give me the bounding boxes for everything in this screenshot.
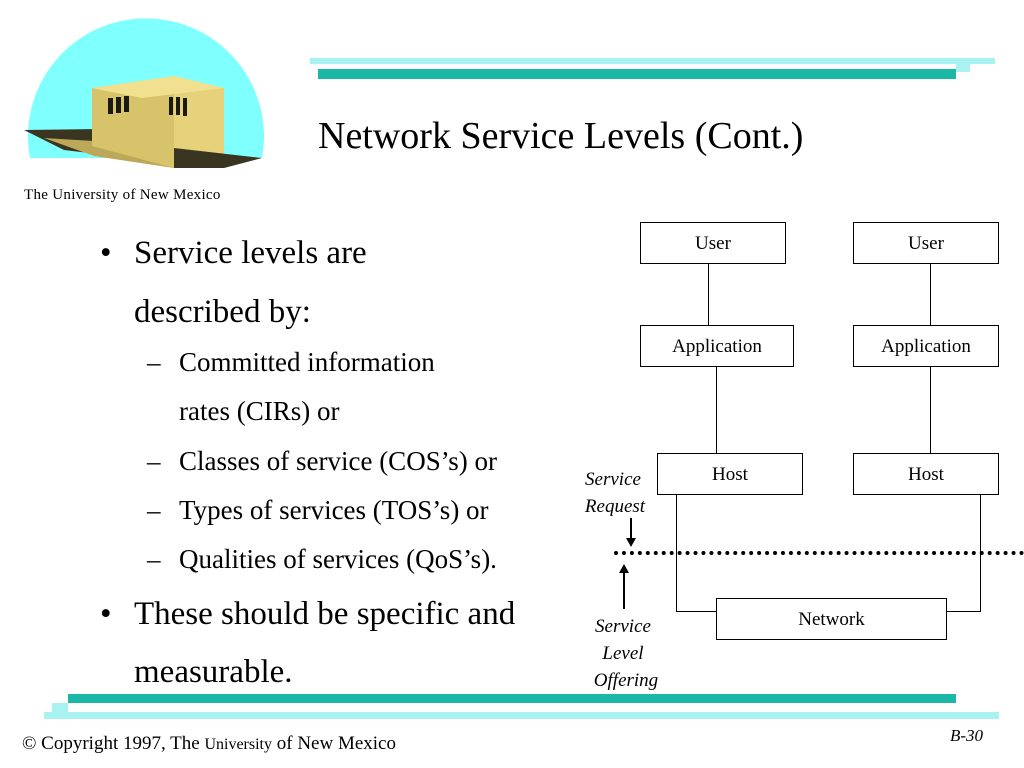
service-offering-label-2: Level bbox=[602, 643, 644, 664]
service-request-label-2: Request bbox=[584, 496, 646, 517]
top-stripe-dark bbox=[318, 69, 956, 79]
dash-mark: – bbox=[147, 495, 161, 525]
logo-caption: The University of New Mexico bbox=[24, 187, 221, 203]
copyright-suffix: of New Mexico bbox=[276, 733, 396, 754]
bullet-mark: • bbox=[100, 596, 112, 632]
connector-line bbox=[708, 263, 709, 325]
right-host-box: Host bbox=[853, 453, 999, 495]
service-boundary-dotted-line bbox=[614, 551, 1024, 555]
bullet-mark: • bbox=[100, 235, 112, 271]
left-host-box: Host bbox=[657, 453, 803, 495]
sub-bullet-1-line-2: rates (CIRs) or bbox=[179, 396, 340, 426]
sub-bullet-4: Qualities of services (QoS’s). bbox=[179, 544, 497, 574]
sub-bullet-2: Classes of service (COS’s) or bbox=[179, 446, 497, 476]
connector-line bbox=[930, 263, 931, 325]
copyright-prefix: © Copyright 1997, The bbox=[22, 733, 200, 754]
bullet-1-line-1: Service levels are bbox=[134, 235, 367, 271]
bottom-stripe-light bbox=[44, 712, 999, 719]
bottom-stripe-dark bbox=[68, 694, 956, 703]
right-user-box: User bbox=[853, 222, 999, 264]
connector-line bbox=[930, 366, 931, 453]
slide-title: Network Service Levels (Cont.) bbox=[318, 115, 804, 157]
university-logo bbox=[24, 18, 264, 168]
copyright-notice: © Copyright 1997, The University of New … bbox=[22, 733, 396, 755]
down-arrow-icon bbox=[626, 518, 636, 547]
connector-line bbox=[676, 611, 717, 612]
page-number: B-30 bbox=[950, 726, 984, 745]
right-application-box: Application bbox=[853, 325, 999, 367]
network-box: Network bbox=[716, 598, 947, 640]
bullet-2-line-2: measurable. bbox=[134, 654, 293, 690]
top-stripe-light bbox=[310, 58, 995, 64]
sub-bullet-1-line-1: Committed information bbox=[179, 347, 435, 377]
top-stripe-light-2 bbox=[956, 64, 970, 72]
left-application-box: Application bbox=[640, 325, 794, 367]
up-arrow-icon bbox=[619, 564, 629, 609]
service-offering-label-1: Service bbox=[595, 616, 651, 637]
bottom-stripe-light-2 bbox=[52, 703, 68, 712]
bullet-1-line-2: described by: bbox=[134, 294, 311, 330]
service-request-label-1: Service bbox=[585, 469, 641, 490]
dash-mark: – bbox=[147, 347, 161, 377]
bullet-2-line-1: These should be specific and bbox=[134, 596, 516, 632]
dash-mark: – bbox=[147, 446, 161, 476]
sub-bullet-3: Types of services (TOS’s) or bbox=[179, 495, 489, 525]
copyright-university: University bbox=[204, 736, 272, 753]
connector-line bbox=[716, 366, 717, 453]
dash-mark: – bbox=[147, 544, 161, 574]
left-user-box: User bbox=[640, 222, 786, 264]
connector-line bbox=[946, 611, 981, 612]
service-offering-label-3: Offering bbox=[593, 670, 659, 691]
